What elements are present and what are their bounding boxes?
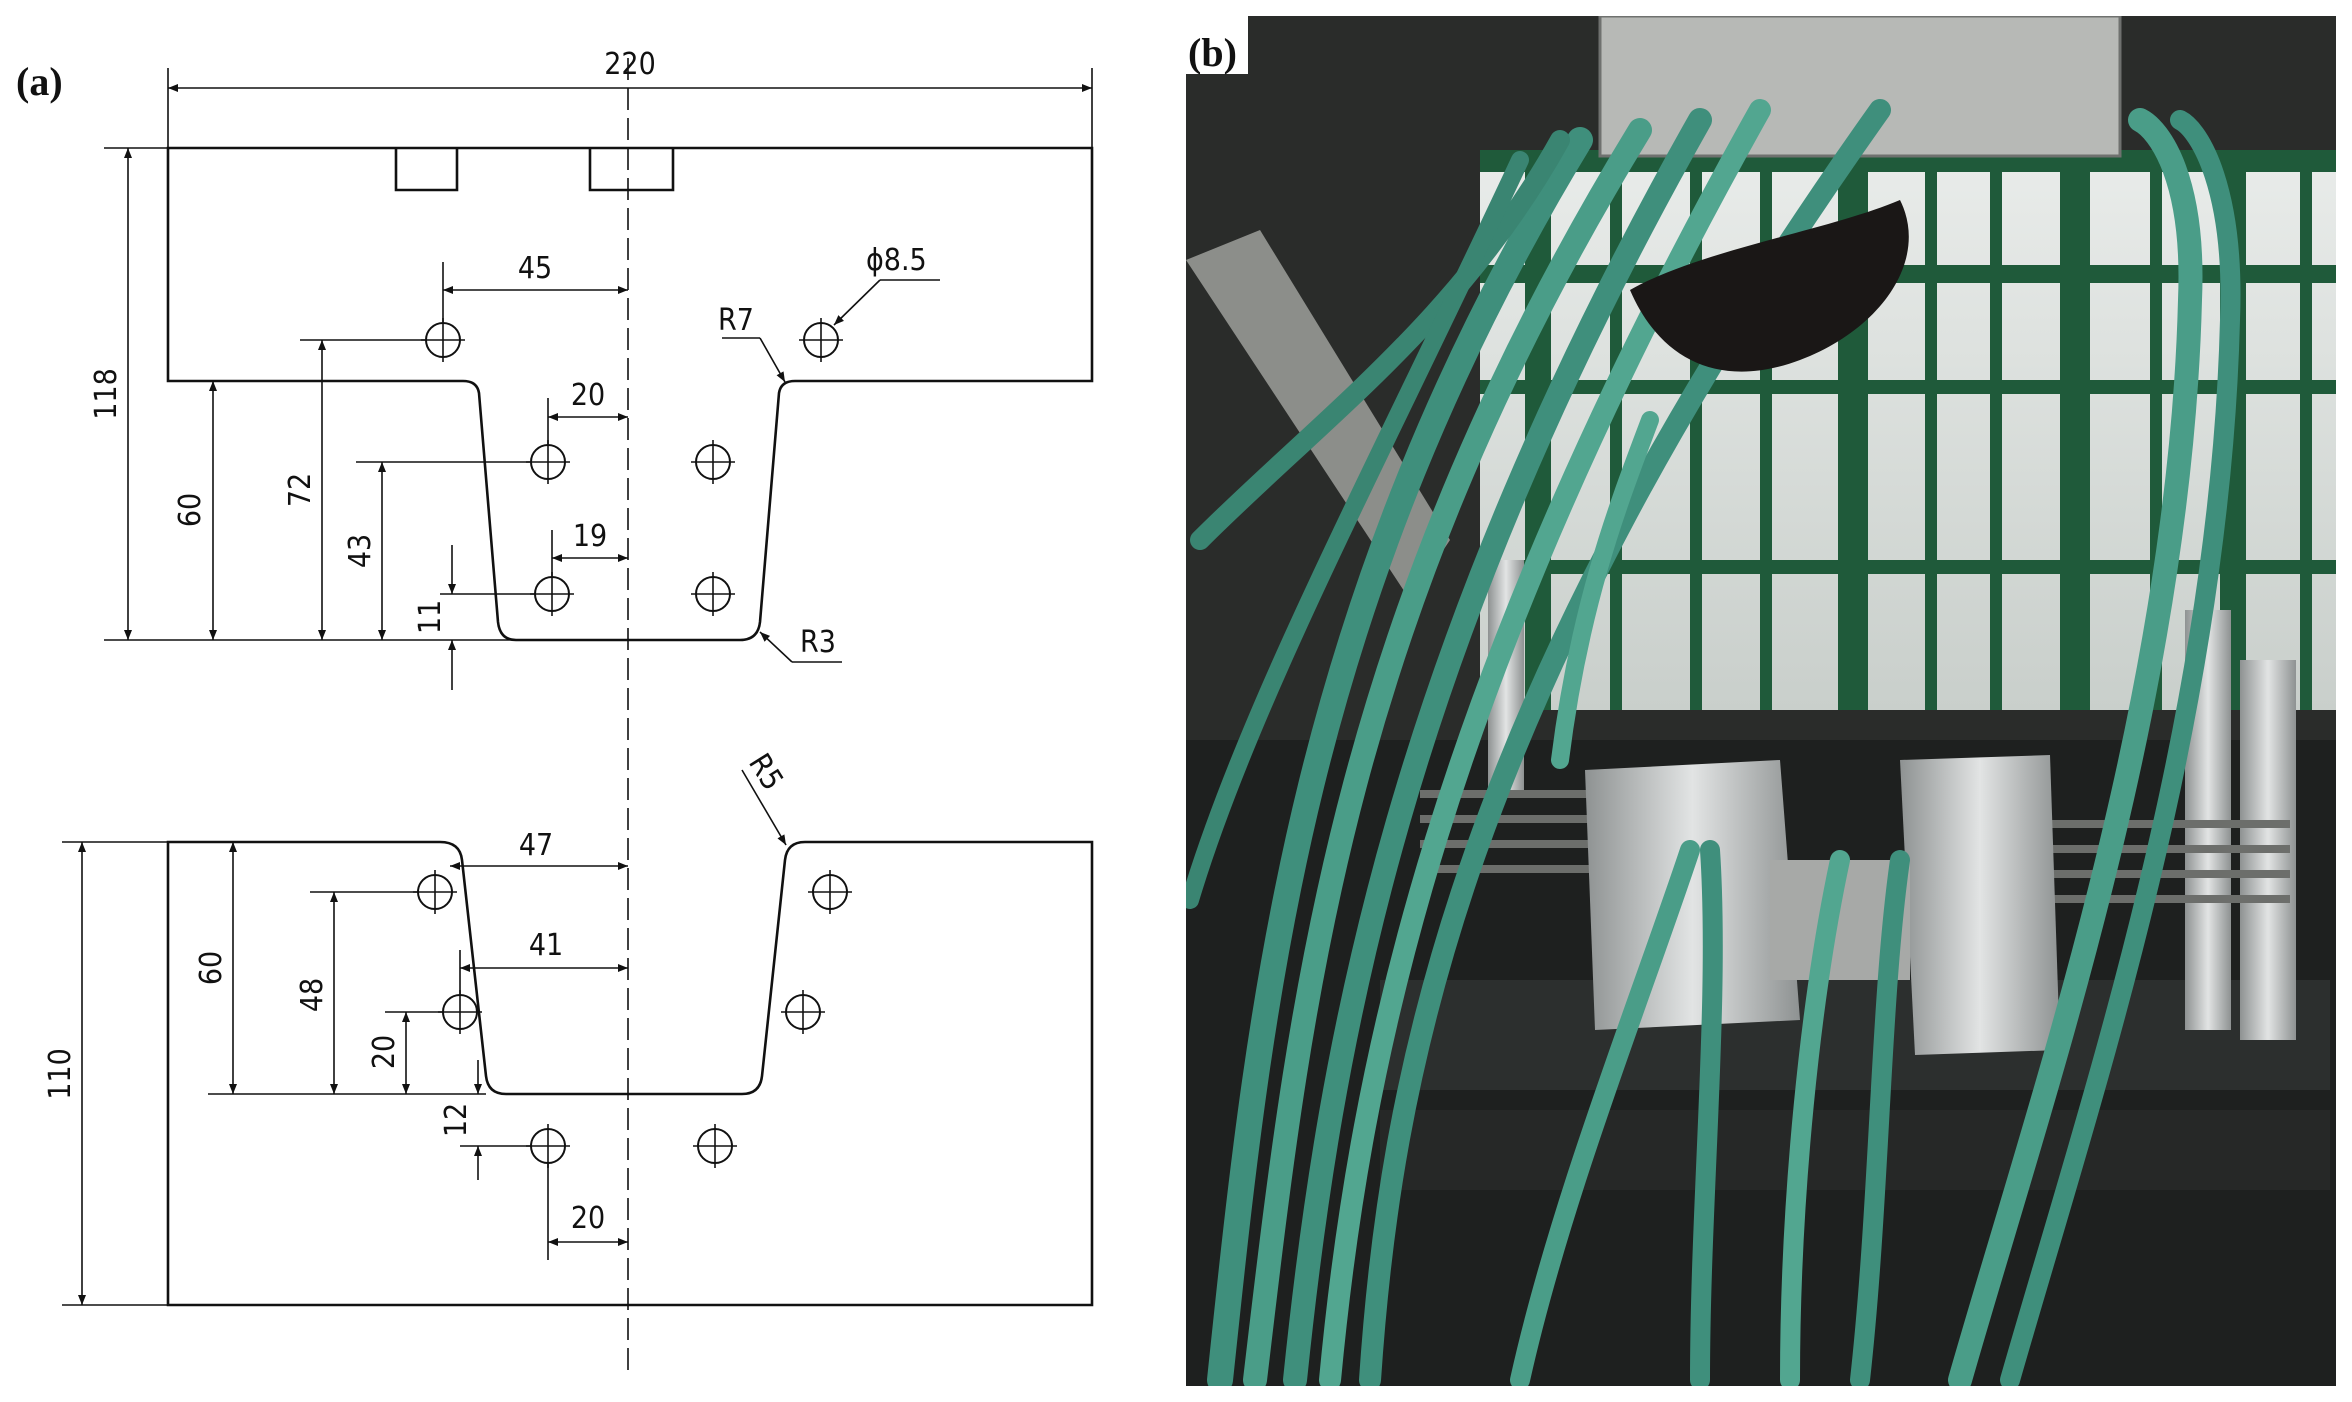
- hole-dim-45: 45: [518, 251, 552, 286]
- hole: [530, 572, 574, 616]
- lifting-strap: [1186, 230, 1450, 600]
- hole-dim-20-vertical: 20: [367, 1035, 402, 1069]
- hole-dim-41: 41: [529, 928, 563, 963]
- lower-die-outline: [166, 840, 1094, 1307]
- hole-dim-19: 19: [573, 519, 607, 554]
- die-block-right: [1900, 755, 2060, 1055]
- hole: [526, 440, 570, 484]
- hole: [438, 990, 482, 1034]
- lower-height-dimension: 110: [43, 1048, 78, 1100]
- die-block-left: [1585, 760, 1800, 1030]
- lower-die-holes: [413, 870, 852, 1168]
- punch-depth-dimension: 60: [194, 951, 229, 985]
- panel-a-label: (a): [16, 59, 63, 104]
- hole-dim-11: 11: [413, 600, 448, 634]
- dark-cloth: [1630, 200, 1909, 372]
- panel-b-label: (b): [1188, 30, 1237, 75]
- hole-dim-12: 12: [439, 1103, 474, 1137]
- upper-die: 220 118 60 45 2: [89, 47, 1094, 690]
- groove-depth-dimension: 60: [173, 493, 208, 527]
- upper-die-notch-left: [394, 148, 459, 192]
- hole-dim-20: 20: [571, 378, 605, 413]
- panel-b-photo: (b): [1186, 16, 2336, 1386]
- hole: [526, 1124, 570, 1168]
- hole: [799, 318, 843, 362]
- hole-dim-47: 47: [519, 828, 553, 863]
- hole: [691, 440, 735, 484]
- upper-die-outline: [166, 146, 1094, 642]
- upper-die-notch-center: [588, 148, 675, 192]
- hole: [781, 990, 825, 1034]
- upper-height-dimension: 118: [89, 368, 124, 420]
- width-dimension: 220: [604, 47, 656, 82]
- hole-dim-72: 72: [283, 473, 318, 507]
- hole: [691, 572, 735, 616]
- radius-r5-label: R5: [741, 748, 790, 797]
- hole: [413, 870, 457, 914]
- hole-dim-20-horizontal: 20: [571, 1201, 605, 1236]
- hole: [808, 870, 852, 914]
- radius-r7-label: R7: [718, 303, 754, 338]
- hole-dim-43: 43: [343, 534, 378, 568]
- upper-die-holes: [421, 318, 843, 616]
- radius-r3-label: R3: [800, 625, 836, 660]
- panel-a: (a) 220 118 60: [16, 47, 1094, 1370]
- hole: [693, 1124, 737, 1168]
- hole-diameter-label: ϕ8.5: [866, 243, 927, 278]
- hole-dim-48: 48: [295, 978, 330, 1012]
- lower-die: 110 60 47 41 48: [43, 748, 1094, 1307]
- hole: [421, 318, 465, 362]
